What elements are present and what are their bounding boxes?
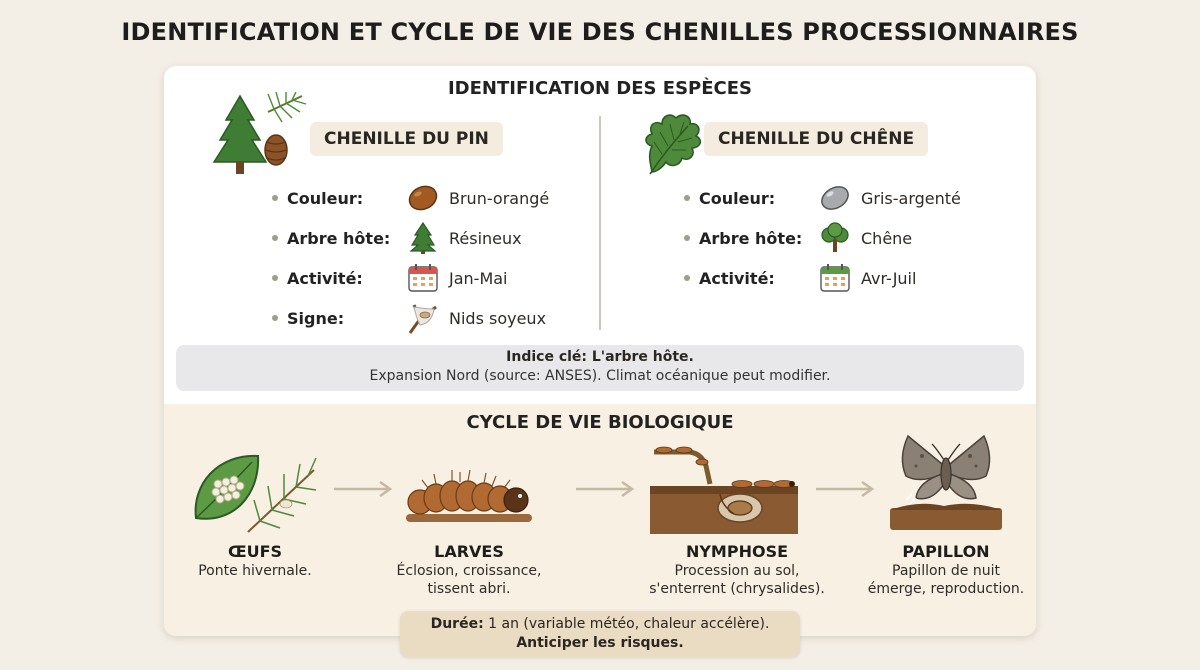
attr-value: Résineux xyxy=(449,228,522,248)
oak-leaf-icon xyxy=(645,114,702,175)
attr-value: Brun-orangé xyxy=(449,188,550,208)
attr-label: Arbre hôte: xyxy=(699,228,803,248)
pine-attr-row: Activité: Jan-Mai xyxy=(272,262,508,294)
identification-title: IDENTIFICATION DES ESPÈCES xyxy=(447,78,752,99)
bullet xyxy=(272,195,278,201)
brown-seed-icon xyxy=(405,182,441,214)
stage-desc: Papillon de nuit xyxy=(892,563,1000,579)
grey-seed-icon xyxy=(817,182,853,214)
stage-larvae: LARVES Éclosion, croissance, tissent abr… xyxy=(364,542,574,598)
attr-label: Signe: xyxy=(287,308,345,328)
attr-value: Nids soyeux xyxy=(449,308,547,328)
stage-name: PAPILLON xyxy=(902,542,990,561)
bullet xyxy=(272,235,278,241)
stage-desc: Procession au sol, xyxy=(674,563,800,579)
stage-moth: PAPILLON Papillon de nuit émerge, reprod… xyxy=(841,542,1036,598)
stage-desc: s'enterrent (chrysalides). xyxy=(649,581,825,597)
duration-label: Durée: xyxy=(430,616,484,632)
oak-attr-row: Activité: Avr-Juil xyxy=(684,262,916,294)
arrow-right-icon xyxy=(816,480,875,498)
attr-label: Activité: xyxy=(287,268,363,288)
pine-attr-row: Couleur: Brun-orangé xyxy=(272,182,549,214)
stage-desc: Éclosion, croissance, xyxy=(396,563,542,579)
bullet xyxy=(272,315,278,321)
bullet xyxy=(272,275,278,281)
calendar-icon xyxy=(405,262,441,294)
attr-label: Couleur: xyxy=(287,188,364,208)
bullet xyxy=(684,235,690,241)
stage-eggs: ŒUFS Ponte hivernale. xyxy=(164,542,360,580)
duration-cta: Anticiper les risques. xyxy=(516,635,684,651)
eggs-on-leaf-icon xyxy=(194,454,317,533)
main-card: IDENTIFICATION DES ESPÈCES CHENILLE DU P… xyxy=(164,66,1036,636)
attr-label: Activité: xyxy=(699,268,775,288)
stage-name: NYMPHOSE xyxy=(685,542,789,561)
attr-label: Arbre hôte: xyxy=(287,228,391,248)
bullet xyxy=(684,195,690,201)
duration-box: Durée: 1 an (variable météo, chaleur acc… xyxy=(400,611,800,657)
stage-desc: tissent abri. xyxy=(427,581,511,597)
attr-value: Avr-Juil xyxy=(861,268,917,288)
species-divider xyxy=(599,116,601,330)
caterpillar-icon xyxy=(406,469,532,522)
procession-burrow-icon xyxy=(650,446,798,534)
stage-name: LARVES xyxy=(434,542,504,561)
key-hint-text: Expansion Nord (source: ANSES). Climat o… xyxy=(369,368,831,384)
lifecycle-title: CYCLE DE VIE BIOLOGIQUE xyxy=(466,412,734,433)
moth-icon xyxy=(890,434,1002,530)
stage-desc: émerge, reproduction. xyxy=(867,581,1025,597)
pine-species-badge: CHENILLE DU PIN xyxy=(310,122,503,156)
oak-tree-icon xyxy=(817,222,853,254)
key-hint-title: Indice clé: L'arbre hôte. xyxy=(506,349,694,365)
conifer-icon xyxy=(405,222,441,254)
arrow-right-icon xyxy=(334,480,393,498)
bullet xyxy=(684,275,690,281)
attr-label: Couleur: xyxy=(699,188,776,208)
duration-line: Durée: 1 an (variable météo, chaleur acc… xyxy=(400,615,800,634)
oak-attr-row: Arbre hôte: Chêne xyxy=(684,222,912,254)
oak-species-badge: CHENILLE DU CHÊNE xyxy=(704,122,929,156)
attr-value: Gris-argenté xyxy=(861,188,961,208)
oak-attr-row: Couleur: Gris-argenté xyxy=(684,182,961,214)
stage-pupation: NYMPHOSE Procession au sol, s'enterrent … xyxy=(617,542,857,598)
calendar-icon xyxy=(817,262,853,294)
stage-desc: Ponte hivernale. xyxy=(198,563,312,579)
attr-value: Jan-Mai xyxy=(449,268,508,288)
key-hint-box: Indice clé: L'arbre hôte. Expansion Nord… xyxy=(176,345,1024,391)
attr-value: Chêne xyxy=(861,228,913,248)
silk-nest-icon xyxy=(405,302,441,334)
pine-attr-row: Arbre hôte: Résineux xyxy=(272,222,522,254)
arrow-right-icon xyxy=(576,480,635,498)
duration-text: 1 an (variable météo, chaleur accélère). xyxy=(488,616,770,632)
stage-name: ŒUFS xyxy=(227,542,283,561)
pine-attr-row: Signe: Nids soyeux xyxy=(272,302,546,334)
pine-tree-with-cone-icon xyxy=(212,92,307,174)
page-title: IDENTIFICATION ET CYCLE DE VIE DES CHENI… xyxy=(121,18,1079,46)
